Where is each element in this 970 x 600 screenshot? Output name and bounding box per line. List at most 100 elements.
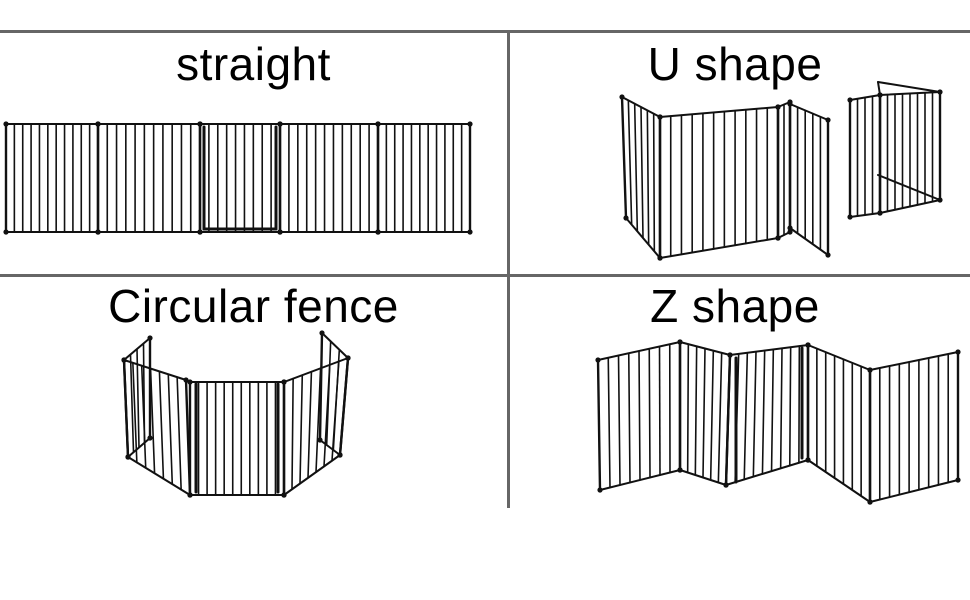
fence-bar [694,345,698,476]
fence-bar [167,373,174,485]
fence-bar [779,347,783,470]
fence-bar [283,357,349,383]
fence-bar [596,358,602,492]
fence-bar [122,358,130,459]
layout-label: straight [176,38,331,90]
fence-joint [375,121,381,127]
layout-label: Z shape [650,280,820,332]
fence-bar [648,347,651,479]
fence-joint [597,487,603,493]
fence-joint [657,255,663,261]
fence-bar [332,348,341,451]
fence-bar [659,237,779,259]
fence-bar [158,370,165,480]
fence-bar [325,340,332,446]
fence-bar [627,352,631,484]
circular-fence-icon [121,330,351,498]
fence-bar [136,348,140,449]
fence-bar [315,367,322,473]
fence-joint [467,229,473,235]
fence-bar [686,343,690,474]
fence-bar [807,344,871,371]
fence-joint [619,94,625,100]
fence-bar [770,348,775,472]
fence-bar [318,331,324,442]
vertical-divider [507,30,510,508]
fence-joint [847,97,853,103]
fence-joint [657,114,663,120]
fence-bar [646,109,650,246]
fence-joint [277,121,283,127]
fence-bar [729,344,809,356]
fence-bar [176,376,182,491]
fence-bar [761,349,766,475]
fence-bar [752,350,757,478]
fence-joint [787,225,793,231]
fence-bar [788,346,792,467]
middle-divider [0,274,970,277]
fence-bar [717,352,723,484]
fence-joint [825,252,831,258]
u-shape-fence-icon [619,81,943,261]
fence-bar [877,81,941,93]
fence-joint [727,352,733,358]
fence-joint [825,117,831,123]
fence-joint [623,215,629,221]
fence-joint [775,235,781,241]
fence-bar [638,350,641,481]
fence-joint [345,355,351,361]
fence-bar [620,95,628,220]
fence-bar [877,81,881,96]
fence-bar [633,102,639,233]
layout-u-shape: U shape [510,33,970,274]
fence-joint [277,229,283,235]
fence-joint [317,437,323,443]
fence-bar [709,349,715,481]
fence-joint [187,379,193,385]
top-divider [0,30,970,33]
fence-bar [132,362,138,464]
fence-joint [867,367,873,373]
fence-bar [283,454,341,496]
fence-joint [3,229,9,235]
fence-joint [187,492,193,498]
fence-bar [877,174,941,201]
fence-bar [869,351,959,371]
fence-bar [299,374,304,485]
fence-bar [743,351,749,481]
fence-bar [627,99,633,226]
fence-joint [955,349,961,355]
fence-bar [724,353,732,487]
fence-joint [121,357,127,363]
fence-joint [867,499,873,505]
fence-bar [338,356,350,457]
fence-bar [617,354,621,486]
fence-bar [319,439,341,456]
fence-joint [281,379,287,385]
fence-joint [723,482,729,488]
fence-bar [725,459,809,486]
fence-joint [787,229,793,235]
layout-label: U shape [647,38,823,90]
fence-bar [129,353,135,454]
fence-bar [869,479,959,503]
fence-joint [677,339,683,345]
fence-joint [337,452,343,458]
fence-joint [197,121,203,127]
fence-bar [123,359,187,381]
fence-bar [149,367,156,475]
fence-joint [847,214,853,220]
fence-joint [319,330,325,336]
fence-bar [702,347,706,479]
fence-joint [95,121,101,127]
fence-bar [652,112,656,253]
fence-joint [805,342,811,348]
fence-joint [147,435,153,441]
fence-bar [291,377,294,491]
fence-joint [805,457,811,463]
fence-bar [127,456,191,496]
fence-joint [775,104,781,110]
fence-bar [658,345,661,476]
fence-joint [281,492,287,498]
